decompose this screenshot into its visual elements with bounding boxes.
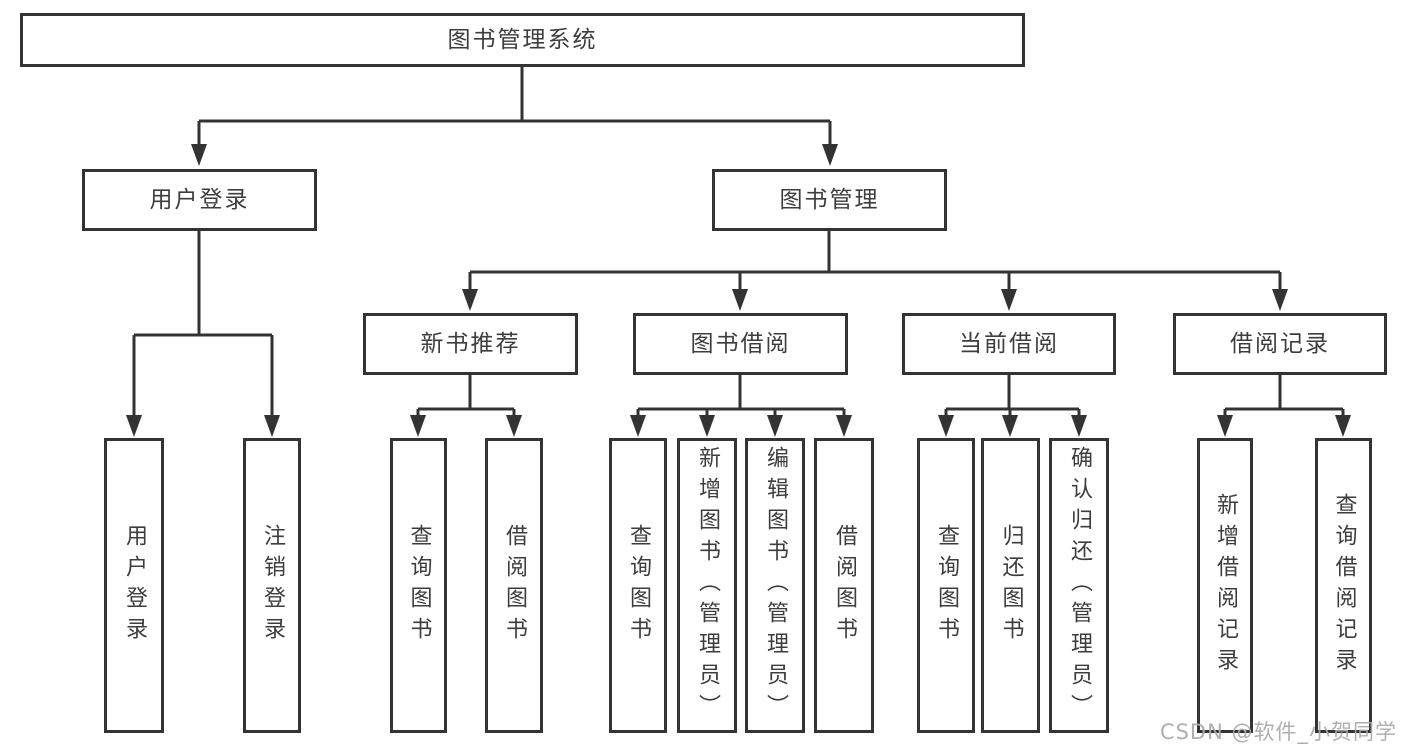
node-label: 查询借阅记录 xyxy=(1331,492,1357,679)
arrowhead-icon xyxy=(462,289,478,311)
arrowhead-icon xyxy=(630,415,646,437)
node-library-management-system: 图书管理系统 xyxy=(20,13,1025,67)
arrowhead-icon xyxy=(836,415,852,437)
arrowhead-icon xyxy=(699,415,715,437)
node-leaf-query-books: 查询图书 xyxy=(609,438,667,733)
node-leaf-query-borrow-record: 查询借阅记录 xyxy=(1315,438,1372,733)
node-leaf-return-books: 归还图书 xyxy=(981,438,1040,733)
arrowhead-icon xyxy=(1002,415,1018,437)
node-label: 图书借阅 xyxy=(690,330,791,357)
node-leaf-query-books-recommend: 查询图书 xyxy=(390,438,447,733)
node-leaf-query-books-current: 查询图书 xyxy=(917,438,975,733)
arrowhead-icon xyxy=(767,415,783,437)
node-label: 图书管理系统 xyxy=(447,26,598,53)
node-label: 新增图书（管理员） xyxy=(695,446,720,725)
node-borrowing-records: 借阅记录 xyxy=(1173,313,1387,375)
node-label: 确认归还（管理员） xyxy=(1067,446,1092,725)
arrowhead-icon xyxy=(191,144,207,166)
arrowhead-icon xyxy=(1071,415,1087,437)
node-label: 新增借阅记录 xyxy=(1213,492,1238,679)
tree-connector-path xyxy=(132,67,1345,418)
node-label: 查询图书 xyxy=(406,523,432,648)
arrowhead-icon xyxy=(1217,415,1233,437)
node-label: 用户登录 xyxy=(149,186,250,213)
node-book-borrowing: 图书借阅 xyxy=(633,313,848,375)
node-label: 当前借阅 xyxy=(959,330,1059,357)
node-current-borrowing: 当前借阅 xyxy=(902,313,1116,375)
arrowhead-icon xyxy=(506,415,522,437)
arrowhead-icon xyxy=(732,289,748,311)
node-label: 查询图书 xyxy=(626,523,651,648)
node-leaf-add-borrow-record: 新增借阅记录 xyxy=(1197,438,1253,733)
arrowhead-icon xyxy=(822,144,838,166)
node-leaf-edit-books-admin: 编辑图书（管理员） xyxy=(745,438,805,733)
node-leaf-user-login: 用户登录 xyxy=(104,438,164,733)
node-label: 用户登录 xyxy=(122,523,147,648)
arrowhead-icon xyxy=(938,415,954,437)
node-leaf-borrow-books: 借阅图书 xyxy=(814,438,874,733)
node-leaf-logout: 注销登录 xyxy=(243,438,301,733)
node-user-login: 用户登录 xyxy=(82,169,317,231)
node-new-book-recommendation: 新书推荐 xyxy=(363,313,578,375)
arrowhead-icon xyxy=(410,415,426,437)
node-label: 借阅图书 xyxy=(502,523,527,648)
node-label: 编辑图书（管理员） xyxy=(763,446,788,725)
node-label: 注销登录 xyxy=(260,523,285,648)
arrowhead-icon xyxy=(1272,289,1288,311)
arrowhead-icon xyxy=(126,415,142,437)
node-leaf-borrow-books-recommend: 借阅图书 xyxy=(485,438,543,733)
node-leaf-add-books-admin: 新增图书（管理员） xyxy=(677,438,737,733)
arrowhead-icon xyxy=(1335,415,1351,437)
node-label: 借阅记录 xyxy=(1230,330,1330,357)
node-leaf-confirm-return-admin: 确认归还（管理员） xyxy=(1049,438,1109,733)
arrowhead-icon xyxy=(264,415,280,437)
node-label: 新书推荐 xyxy=(420,330,521,357)
node-label: 借阅图书 xyxy=(832,523,857,648)
csdn-watermark: CSDN @软件_小贺同学 xyxy=(1159,720,1397,744)
node-label: 查询图书 xyxy=(934,523,959,648)
arrowhead-icon xyxy=(1001,289,1017,311)
node-book-management: 图书管理 xyxy=(712,169,947,231)
node-label: 图书管理 xyxy=(779,186,880,213)
node-label: 归还图书 xyxy=(998,523,1024,648)
